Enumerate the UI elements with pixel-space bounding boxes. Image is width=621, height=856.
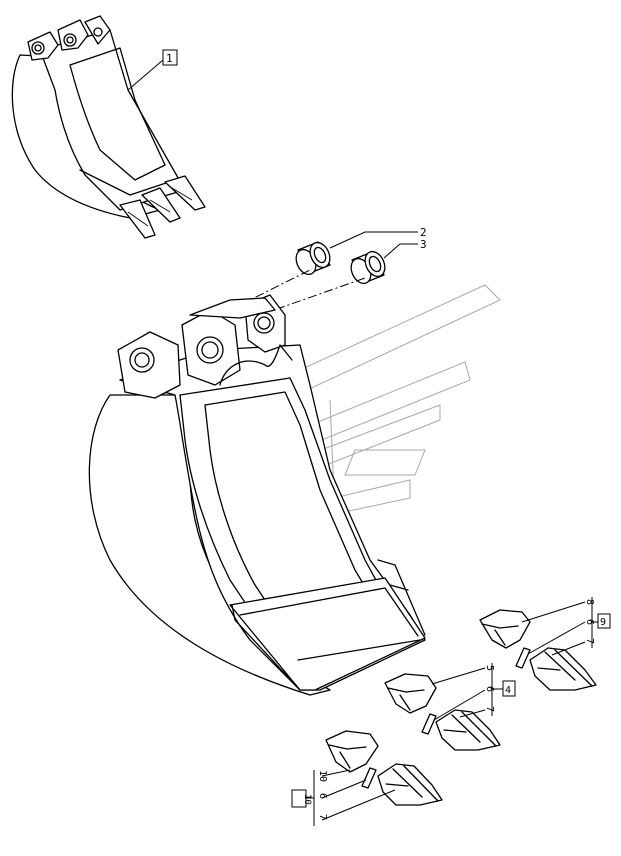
callout-1-label: 1	[166, 52, 173, 65]
tooth-adapter-icon	[384, 673, 437, 714]
g1-ref-box	[597, 613, 611, 629]
g1-top-label: 8	[584, 599, 595, 605]
g3-top-label: 10	[317, 770, 328, 782]
g2-ref-label: 4	[505, 685, 511, 696]
tooth-tip-icon	[377, 763, 443, 806]
g2-ref-box	[502, 680, 516, 697]
g3-mid-label: 6	[317, 793, 328, 799]
g2-bot-label: 7	[484, 706, 495, 712]
tooth-tip-icon	[529, 647, 597, 691]
tooth-group-2: 5 6 7 4	[384, 663, 516, 751]
g1-bot-label: 7	[584, 638, 595, 644]
g3-ref-box	[291, 789, 307, 808]
bucket-overview-icon	[11, 15, 206, 239]
bushing-icon-2	[350, 250, 386, 285]
callout-1-box	[162, 49, 178, 66]
callout-3: 3	[383, 238, 427, 259]
tooth-adapter-icon	[479, 609, 531, 649]
tooth-group-1: 8 6 7 9	[479, 597, 611, 691]
g2-mid-label: 6	[484, 686, 495, 692]
retaining-pin-icon	[361, 767, 377, 789]
tooth-adapter-icon	[325, 730, 379, 773]
callout-1: 1	[127, 49, 178, 91]
bushing-icon	[295, 241, 331, 276]
callout-2-label: 2	[420, 226, 427, 239]
g1-ref-label: 9	[600, 617, 606, 628]
g3-bot-label: 7	[317, 814, 328, 820]
bucket-exploded-icon	[88, 294, 426, 696]
retaining-pin-icon	[515, 647, 531, 669]
callout-3-label: 3	[420, 238, 427, 251]
retaining-pin-icon	[421, 713, 437, 735]
tooth-tip-icon	[435, 709, 501, 751]
callout-2: 2	[329, 226, 427, 249]
g3-ref-label: 10	[302, 794, 312, 805]
g1-mid-label: 6	[584, 619, 595, 625]
g2-top-label: 5	[484, 665, 495, 671]
tooth-group-3: 10 6 7 10	[291, 730, 443, 826]
